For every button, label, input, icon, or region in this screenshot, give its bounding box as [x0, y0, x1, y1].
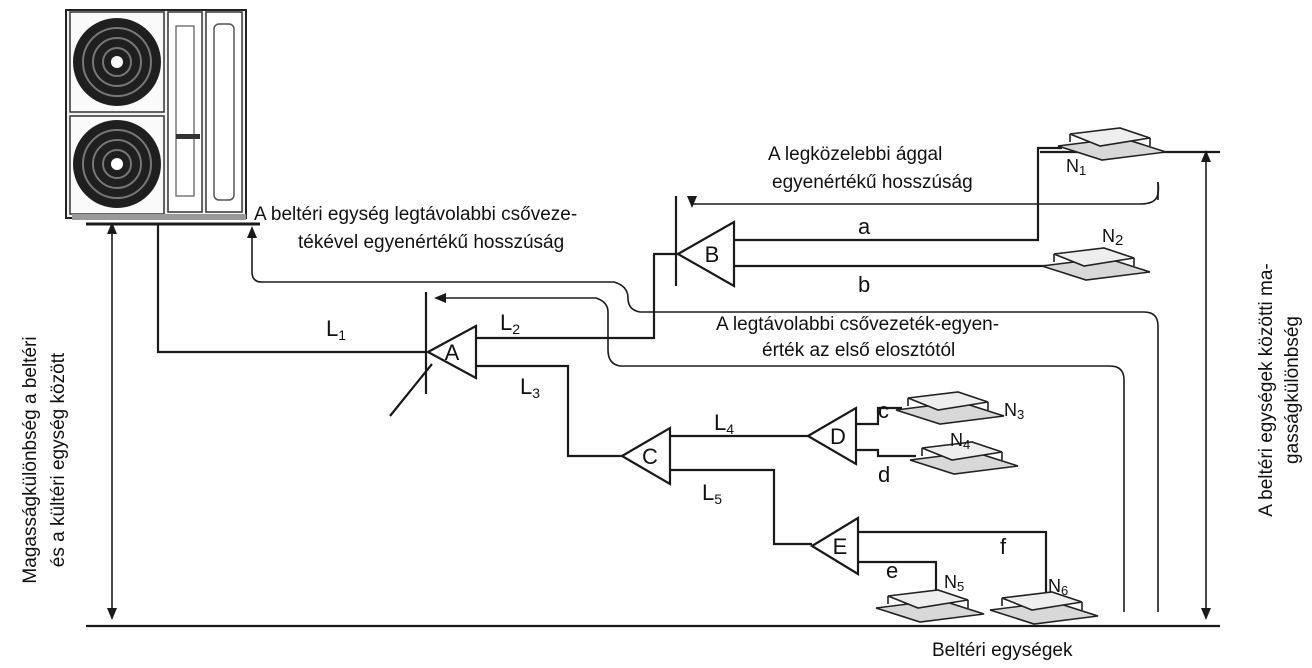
right-vertical-line2: gasságkülönbség: [1282, 316, 1303, 464]
branch-d: D: [805, 406, 858, 466]
indoor-unit-n6: [989, 591, 1099, 625]
pipe-label-f: f: [1000, 534, 1007, 559]
pipe-label-l1: L1: [326, 316, 346, 343]
farthest-from-first-line2: érték az első elosztótól: [762, 340, 955, 361]
upper-fan-icon: [73, 18, 161, 106]
farthest-indoor-line2: tékével egyenértékű hosszúság: [298, 232, 564, 253]
farthest-indoor-line1: A beltéri egység legtávolabbi csőveze-: [254, 204, 577, 225]
branch-d-label: D: [830, 424, 846, 449]
pipe-label-b: b: [858, 272, 870, 297]
outdoor-unit: [65, 9, 247, 220]
piping: [156, 146, 1062, 600]
unit-label-n4: N4: [950, 430, 970, 452]
unit-label-n6: N6: [1048, 576, 1068, 598]
branch-a: A: [425, 324, 478, 380]
pipe-label-a: a: [858, 214, 871, 239]
pipe-label-d: d: [878, 462, 890, 487]
pipe-label-c: c: [878, 398, 889, 423]
branch-e: E: [809, 516, 860, 576]
unit-label-n2: N2: [1102, 226, 1123, 249]
unit-label-n1: N1: [1066, 156, 1086, 178]
branch-c-label: C: [642, 444, 658, 469]
indoor-unit-n3: [895, 391, 1005, 425]
branch-b: B: [675, 220, 736, 288]
pipe-label-l2: L2: [500, 310, 520, 337]
branch-e-label: E: [833, 534, 848, 559]
branch-b-label: B: [705, 242, 720, 267]
pipe-label-l5: L5: [702, 480, 722, 507]
lower-fan-icon: [73, 120, 161, 208]
nearest-branch-line2: egyenértékű hosszúság: [772, 172, 973, 193]
pipe-label-l3: L3: [520, 374, 540, 401]
left-vertical-line2: és a kültéri egység között: [48, 352, 69, 567]
indoor-unit-n4: [909, 441, 1019, 475]
branch-a-label: A: [445, 340, 460, 365]
unit-label-n5: N5: [944, 572, 964, 594]
indoor-unit-n5: [875, 589, 985, 623]
right-vertical-line1: A beltéri egységek közötti ma-: [1256, 263, 1277, 516]
pipe-label-l4: L4: [714, 410, 734, 437]
left-vertical-line1: Magasságkülönbség a beltéri: [20, 336, 41, 583]
indoor-unit-n2: [1041, 247, 1151, 281]
pipe-label-e: e: [886, 558, 898, 583]
branch-c: C: [619, 426, 672, 486]
unit-label-n3: N3: [1004, 400, 1024, 422]
nearest-branch-line1: A legközelebbi ággal: [768, 144, 942, 165]
indoor-units-caption: Beltéri egységek: [932, 640, 1073, 661]
measurement-arrows: [107, 150, 1211, 620]
farthest-from-first-line1: A legtávolabbi csővezeték-egyen-: [716, 314, 999, 335]
indoor-unit-n1: [1057, 127, 1167, 161]
